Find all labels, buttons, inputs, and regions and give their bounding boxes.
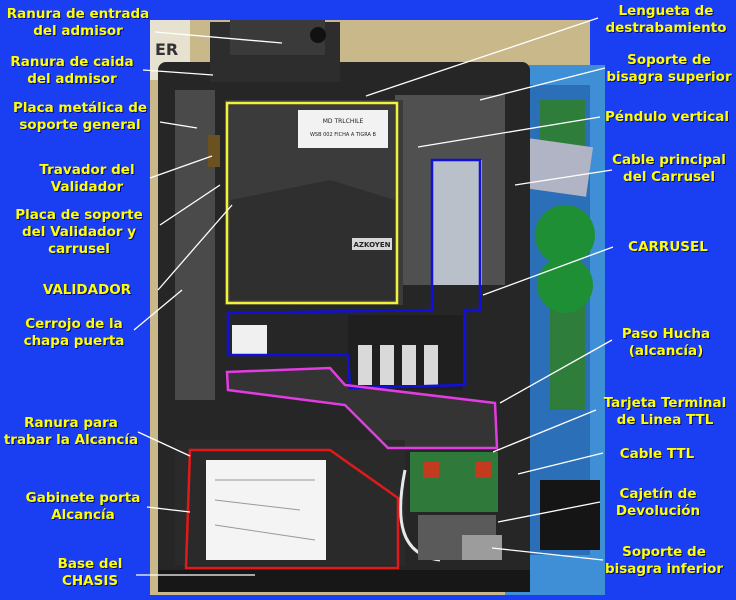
green-battery-pack — [535, 205, 595, 265]
leader-ranura-caida — [142, 69, 214, 76]
label-soporte-bisagra-superior: Soporte de bisagra superior — [606, 52, 732, 85]
hucha-channel — [227, 368, 497, 448]
outline-carrusel — [226, 158, 482, 390]
validator-lower-face — [230, 180, 395, 300]
label-carrusel: CARRUSEL — [628, 239, 708, 255]
carrusel-tube — [432, 160, 482, 285]
label-ranura-caida: Ranura de caida del admisor — [10, 54, 134, 87]
label-lengueta: Lengueta de destrabamiento — [605, 3, 727, 36]
leader-placa-soporte — [159, 184, 221, 226]
leader-cajetin — [497, 501, 601, 523]
admisor-knob — [310, 27, 326, 43]
leader-paso-hucha — [499, 339, 613, 404]
label-cerrojo: Cerrojo de la chapa puerta — [23, 316, 125, 349]
label-pendulo: Péndulo vertical — [605, 109, 729, 125]
leader-cerrojo — [133, 289, 183, 331]
label-cable-ttl: Cable TTL — [619, 446, 695, 462]
label-placa-metalica: Placa metálica de soporte general — [12, 100, 148, 133]
leader-cable-ttl — [517, 452, 604, 475]
validator-sticker — [298, 110, 388, 148]
leader-ranura-alcancia — [137, 431, 191, 457]
sticker-line1: MD TRLCHILE — [323, 118, 364, 125]
leader-tarjeta-ttl — [492, 409, 597, 453]
leader-placa-metalica — [159, 121, 198, 129]
door-speaker — [540, 480, 600, 550]
label-soporte-bisagra-inferior: Soporte de bisagra inferior — [604, 544, 724, 577]
leader-lines — [133, 17, 614, 576]
outline-paso-hucha — [225, 366, 499, 450]
sticker-line2: WSB 002 FICHA A TIGRA B — [310, 132, 377, 138]
green-battery-pack-2 — [537, 257, 593, 313]
label-travador: Travador del Validador — [39, 162, 135, 195]
carrusel-coin-slot-3 — [402, 345, 416, 385]
leader-carrusel — [482, 246, 614, 296]
label-paso-hucha: Paso Hucha (alcancía) — [621, 326, 711, 359]
label-base-chasis: Base del CHASIS — [57, 556, 123, 589]
travador-latch — [208, 135, 220, 167]
leader-validador — [157, 204, 233, 291]
outline-gabinete — [184, 448, 400, 570]
leader-bisagra-inferior — [491, 547, 604, 561]
leader-travador — [149, 155, 213, 179]
label-gabinete: Gabinete porta Alcancía — [25, 490, 141, 523]
leader-bisagra-superior — [479, 67, 606, 101]
gabinete-diagram-sheet — [206, 460, 326, 560]
leader-ranura-entrada — [154, 31, 283, 44]
sheet-line-3 — [214, 524, 316, 541]
brand-plate — [352, 238, 392, 250]
sheet-line-2 — [214, 499, 301, 511]
leader-lengueta — [365, 17, 599, 97]
chassis-base — [158, 570, 530, 592]
carrusel-coin-slot-1 — [358, 345, 372, 385]
leader-cable-principal — [514, 169, 613, 186]
validator-brand: AZKOYEN — [353, 241, 390, 249]
label-ranura-entrada: Ranura de entrada del admisor — [6, 6, 150, 39]
leader-pendulo — [417, 116, 601, 148]
label-cajetin: Cajetín de Devolución — [615, 486, 701, 519]
admisor-slot — [230, 20, 325, 55]
photo-corner-letters: ER — [155, 40, 178, 59]
ttl-board-relay-1 — [423, 462, 439, 478]
bisagra-inferior — [462, 535, 502, 560]
ttl-board-relay-2 — [475, 462, 491, 478]
label-tarjeta-ttl: Tarjeta Terminal de Linea TTL — [603, 395, 727, 428]
carrusel-coin-slot-4 — [424, 345, 438, 385]
ttl-board — [410, 452, 498, 512]
carrusel-coin-slot-2 — [380, 345, 394, 385]
outline-validador — [225, 101, 399, 305]
label-cable-principal: Cable principal del Carrusel — [612, 152, 726, 185]
leader-gabinete — [146, 506, 191, 513]
label-ranura-alcancia: Ranura para trabar la Alcancía — [3, 415, 139, 448]
label-validador: VALIDADOR — [42, 282, 132, 298]
label-placa-soporte-validador: Placa de soporte del Validador y carruse… — [15, 207, 143, 257]
white-label — [232, 325, 267, 355]
